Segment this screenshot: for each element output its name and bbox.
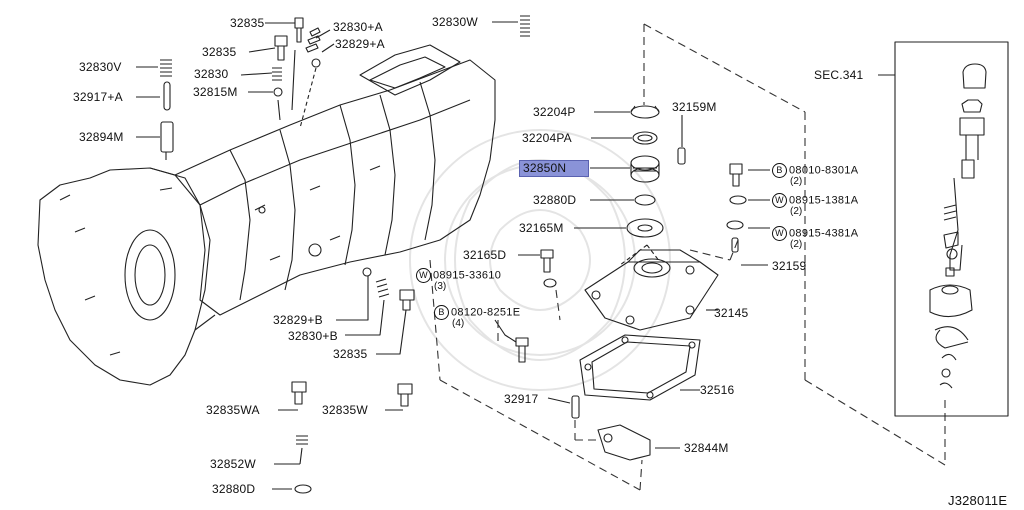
upper-left-parts bbox=[160, 15, 530, 160]
label-32159m[interactable]: 32159M bbox=[672, 100, 717, 114]
label-32852w[interactable]: 32852W bbox=[210, 457, 256, 471]
pin-32917 bbox=[571, 395, 580, 419]
bracket-32844m bbox=[597, 424, 680, 461]
label-32835-second[interactable]: 32835 bbox=[202, 45, 237, 59]
gasket bbox=[579, 334, 701, 401]
label-32516[interactable]: 32516 bbox=[700, 383, 735, 397]
label-32830v[interactable]: 32830V bbox=[79, 60, 122, 74]
label-32917a[interactable]: 32917+A bbox=[73, 90, 123, 104]
fastener-code: 08915-33610 bbox=[433, 269, 502, 282]
label-32204pa[interactable]: 32204PA bbox=[522, 131, 572, 145]
fastener-qty: (3) bbox=[434, 281, 447, 292]
bolt-symbol-icon: B bbox=[434, 305, 449, 320]
sec-341-box bbox=[878, 41, 1009, 417]
lower-left-parts bbox=[272, 267, 415, 494]
label-32917[interactable]: 32917 bbox=[504, 392, 539, 406]
washer-symbol-icon: W bbox=[772, 193, 787, 208]
fastener-qty: (2) bbox=[790, 239, 803, 250]
label-32880d-mid[interactable]: 32880D bbox=[533, 193, 577, 207]
dashed-guides bbox=[429, 23, 946, 491]
fastener-code: 08915-1381A bbox=[789, 194, 859, 207]
label-32835-top[interactable]: 32835 bbox=[230, 16, 265, 30]
label-32830b[interactable]: 32830+B bbox=[288, 329, 338, 343]
label-32830w-top[interactable]: 32830W bbox=[432, 15, 478, 29]
diagram-id: J328011E bbox=[948, 493, 1008, 508]
shifter-stack bbox=[574, 105, 686, 266]
label-32844m[interactable]: 32844M bbox=[684, 441, 729, 455]
bolt-symbol-icon: B bbox=[772, 163, 787, 178]
fastener-qty: (4) bbox=[452, 318, 465, 329]
label-32165m[interactable]: 32165M bbox=[519, 221, 564, 235]
label-32159[interactable]: 32159 bbox=[772, 259, 807, 273]
label-32145[interactable]: 32145 bbox=[714, 306, 749, 320]
fastener-code: 08915-4381A bbox=[789, 227, 859, 240]
washer-symbol-icon: W bbox=[772, 226, 787, 241]
label-32829b[interactable]: 32829+B bbox=[273, 313, 323, 327]
label-32830[interactable]: 32830 bbox=[194, 67, 229, 81]
fastener-qty: (2) bbox=[790, 176, 803, 187]
label-32830a[interactable]: 32830+A bbox=[333, 20, 383, 34]
leader-lines bbox=[136, 22, 335, 138]
section-reference[interactable]: SEC.341 bbox=[814, 68, 864, 82]
label-32894m[interactable]: 32894M bbox=[79, 130, 124, 144]
fastener-code: 08120-8251E bbox=[451, 306, 521, 319]
fastener-code: 08010-8301A bbox=[789, 164, 859, 177]
label-32815m[interactable]: 32815M bbox=[193, 85, 238, 99]
label-32835-b[interactable]: 32835 bbox=[333, 347, 368, 361]
label-32835wa[interactable]: 32835WA bbox=[206, 403, 260, 417]
transmission-case bbox=[37, 44, 496, 386]
cover-plate bbox=[584, 249, 719, 331]
label-32850n-highlighted[interactable]: 32850N bbox=[519, 160, 589, 177]
label-32204p[interactable]: 32204P bbox=[533, 105, 576, 119]
label-32835w[interactable]: 32835W bbox=[322, 403, 368, 417]
label-32165d[interactable]: 32165D bbox=[463, 248, 507, 262]
washer-symbol-icon: W bbox=[416, 268, 431, 283]
label-32829a[interactable]: 32829+A bbox=[335, 37, 385, 51]
fastener-qty: (2) bbox=[790, 206, 803, 217]
label-32880d-bottom[interactable]: 32880D bbox=[212, 482, 256, 496]
